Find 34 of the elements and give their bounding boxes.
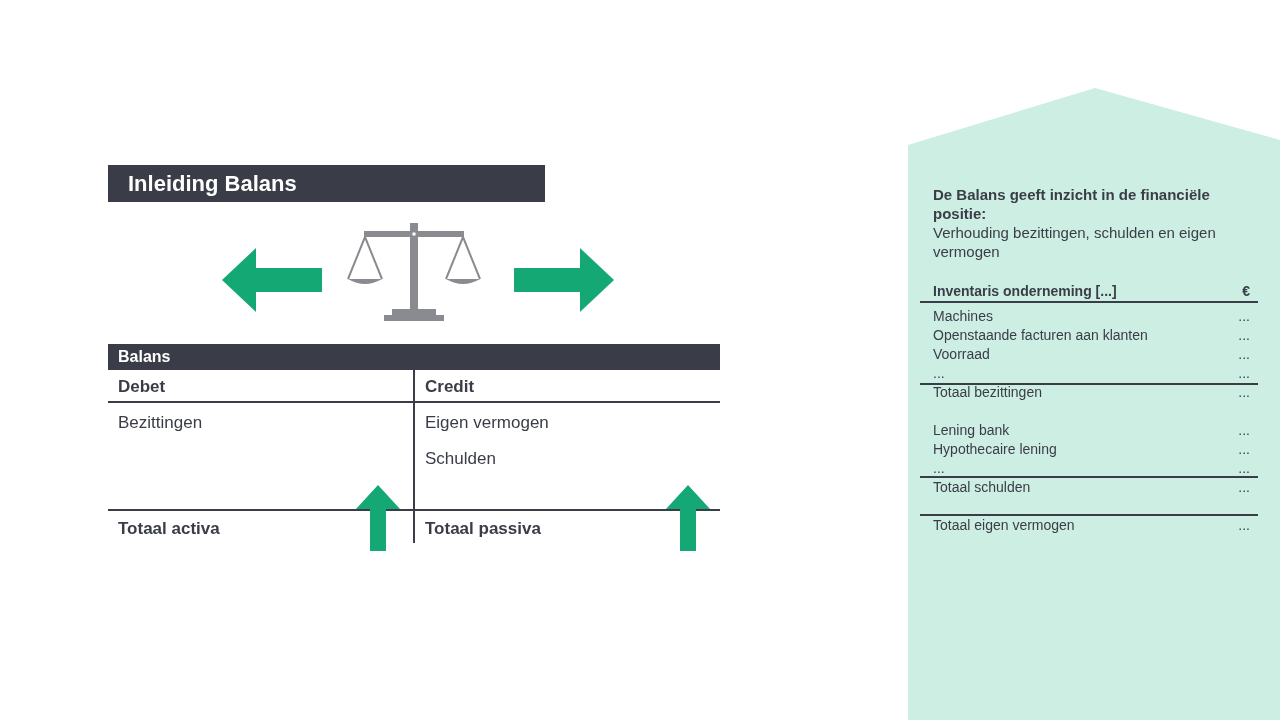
column-heading: Credit bbox=[425, 377, 475, 397]
table-text: Voorraad bbox=[933, 346, 990, 362]
info-panel bbox=[908, 88, 1280, 720]
table-text: Schulden bbox=[425, 449, 496, 469]
total-text: Totaal passiva bbox=[425, 519, 541, 539]
table-text: Totaal schulden bbox=[933, 479, 1031, 495]
table-value: ... bbox=[1238, 441, 1250, 457]
panel-heading: De Balans geeft inzicht in de financiële positie: bbox=[933, 185, 1211, 223]
table-value: ... bbox=[1238, 460, 1250, 476]
total-text: Totaal activa bbox=[118, 519, 220, 539]
table-text: Hypothecaire lening bbox=[933, 441, 1057, 457]
table-heading: Inventaris onderneming [...] bbox=[933, 283, 1117, 299]
table-value: ... bbox=[1238, 346, 1250, 362]
table-value: ... bbox=[1238, 384, 1250, 400]
table-value: ... bbox=[1238, 422, 1250, 438]
table-text: Machines bbox=[933, 308, 993, 324]
heading-bar: Inleiding Balans bbox=[108, 165, 545, 202]
table-text: Openstaande facturen aan klanten bbox=[933, 327, 1148, 343]
table-value: ... bbox=[1238, 517, 1250, 533]
table-text: ... bbox=[933, 460, 945, 476]
table-value: ... bbox=[1238, 479, 1250, 495]
table-text: Bezittingen bbox=[118, 413, 203, 433]
table-value: ... bbox=[1238, 365, 1250, 381]
table-text: Lening bank bbox=[933, 422, 1010, 438]
table-text: ... bbox=[933, 365, 945, 381]
column-heading: Debet bbox=[118, 377, 166, 397]
table-header-bar: Balans bbox=[108, 344, 720, 370]
table-text: Totaal eigen vermogen bbox=[933, 517, 1075, 533]
panel-text: Verhouding bezittingen, schulden en eigen vermogen bbox=[933, 223, 1217, 261]
table-value: ... bbox=[1238, 308, 1250, 324]
table-text: Eigen vermogen bbox=[425, 413, 549, 433]
table-value: ... bbox=[1238, 327, 1250, 343]
column-heading: € bbox=[1242, 283, 1250, 299]
table-text: Totaal bezittingen bbox=[933, 384, 1042, 400]
